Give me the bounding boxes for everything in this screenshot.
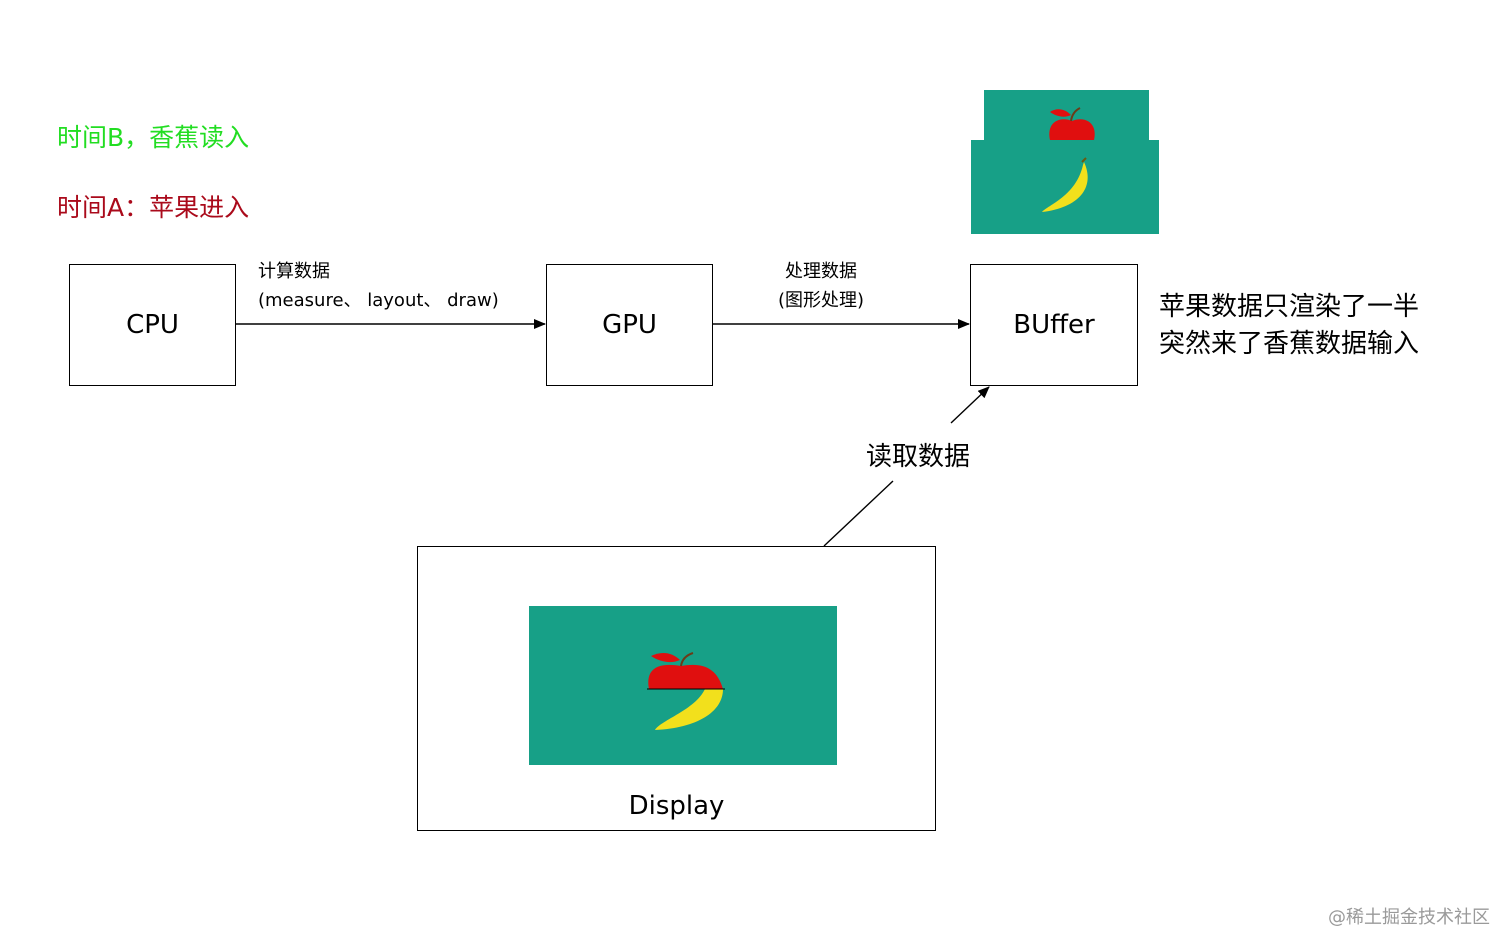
display-to-buffer-line [823, 480, 894, 547]
gpu-buffer-label-line2: (图形处理) [778, 290, 865, 311]
buffer-note-line2: 突然来了香蕉数据输入 [1159, 329, 1420, 359]
buffer-note-line1: 苹果数据只渲染了一半 [1159, 292, 1420, 322]
gpu-node: GPU [546, 264, 713, 386]
watermark: @稀土掘金技术社区 [1328, 907, 1490, 928]
buffer-note: 苹果数据只渲染了一半 突然来了香蕉数据输入 [1159, 289, 1419, 363]
display-to-buffer-arrow [950, 386, 990, 424]
cpu-gpu-label-line2: (measure、 layout、 draw) [258, 290, 499, 311]
gpu-buffer-label-line1: 处理数据 [785, 261, 858, 282]
cpu-label: CPU [126, 310, 179, 340]
read-data-label: 读取数据 [866, 442, 971, 472]
display-frame-image [529, 606, 837, 765]
time-b-label: 时间B，香蕉读入 [57, 123, 250, 152]
buffer-label: BUffer [1013, 310, 1095, 340]
display-node: Display [417, 546, 936, 831]
cpu-gpu-label-line1: 计算数据 [258, 261, 330, 282]
gpu-buffer-edge-label: 处理数据 (图形处理) [778, 257, 864, 315]
buffer-frame-banana [971, 140, 1159, 234]
cpu-gpu-edge-label: 计算数据 (measure、 layout、 draw) [258, 257, 499, 315]
gpu-label: GPU [602, 310, 657, 340]
cpu-node: CPU [69, 264, 236, 386]
display-label: Display [628, 791, 725, 821]
buffer-node: BUffer [970, 264, 1138, 386]
time-a-label: 时间A：苹果进入 [57, 193, 250, 222]
